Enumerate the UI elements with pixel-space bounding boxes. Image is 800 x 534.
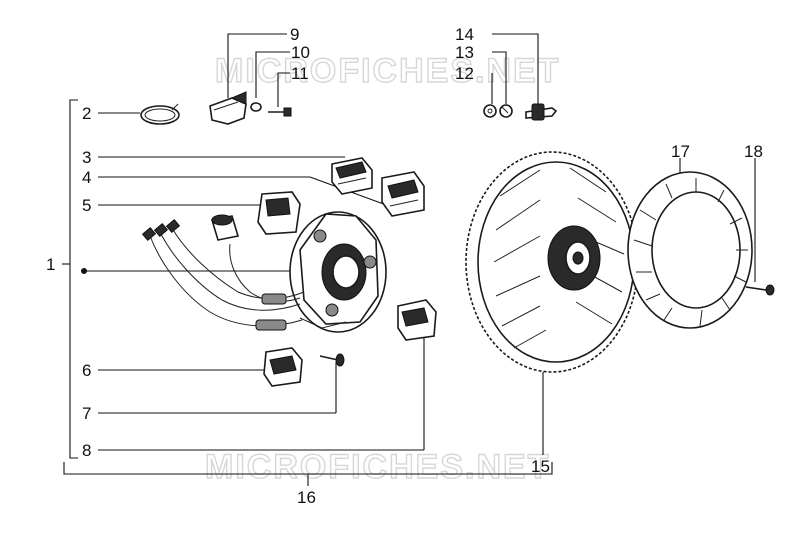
callout-12: 12 [455,64,474,83]
leader-11 [277,72,290,107]
part-8-coil-unit [397,299,437,341]
callout-1: 1 [46,255,55,274]
callout-17: 17 [671,142,690,161]
callout-14: 14 [455,25,474,44]
part-9-bracket [209,91,247,125]
wiring-harness [141,219,305,331]
part-11-screw [268,107,292,117]
bracket-1 [69,99,78,459]
leader-9 [227,33,287,98]
part-10-washer [250,102,262,112]
part-14-nut-bolt [525,103,558,121]
callout-10: 10 [291,43,310,62]
callout-16: 16 [297,488,316,507]
watermark-bottom: MICROFICHES.NET [205,448,550,486]
leader-14 [492,33,539,104]
part-13-spring-washer [499,104,513,118]
callout-15: 15 [531,457,550,476]
spark-plug-cap [210,214,240,241]
callout-13: 13 [455,43,474,62]
callout-6: 6 [82,361,91,380]
callout-4: 4 [82,168,91,187]
part-15-flywheel [465,151,639,373]
callout-2: 2 [82,104,91,123]
leader-13 [492,51,507,104]
part-4-coil [381,171,425,217]
part-6-connector [263,347,303,387]
callout-5: 5 [82,196,91,215]
part-12-washer [483,104,497,118]
callout-9: 9 [290,25,299,44]
callout-8: 8 [82,441,91,460]
callout-labels: 1 2 3 4 5 6 7 8 9 10 11 12 13 14 15 16 1… [46,25,763,507]
part-17-fan-cover [627,171,753,329]
watermark-top: MICROFICHES.NET [215,52,560,90]
part-18-screw [745,284,775,296]
callout-18: 18 [744,142,763,161]
part-7-screw [319,353,345,367]
callout-11: 11 [291,64,309,83]
part-2-clamp-ring [140,103,180,125]
part-3-ignition-coil [331,157,373,195]
part-1-stator-plate [289,211,387,333]
bullet-1 [81,268,87,274]
callout-3: 3 [82,148,91,167]
part-5-coil [257,191,301,235]
leader-10 [255,51,290,98]
callout-7: 7 [82,404,91,423]
